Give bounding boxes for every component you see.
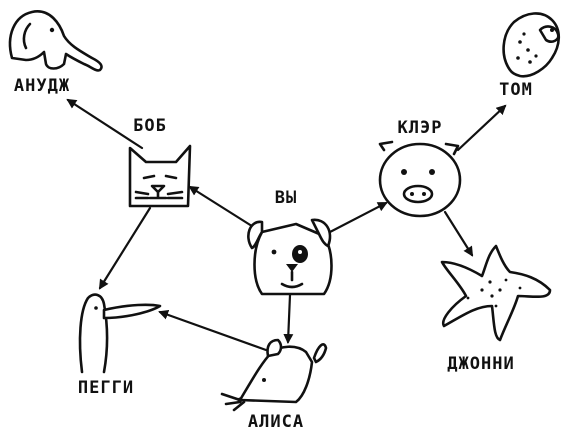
node-label-claire: КЛЭР [397, 118, 443, 138]
penguin-icon [78, 293, 162, 374]
edge-you-bob [188, 185, 257, 230]
node-label-anuj: АНУДЖ [13, 76, 71, 96]
node-label-you: ВЫ [274, 188, 298, 208]
node-label-johnny: ДЖОННИ [447, 354, 515, 374]
rat-icon [220, 338, 328, 412]
edge-bob-anuj [66, 98, 144, 150]
dog-icon [247, 218, 333, 296]
edge-claire-tom [456, 104, 507, 152]
cat-icon [128, 144, 192, 208]
edge-claire-johnny [443, 210, 474, 257]
elephant-icon [8, 10, 103, 72]
node-label-tom: ТОМ [499, 80, 533, 100]
edge-alice-peggy [158, 309, 268, 352]
pig-icon [378, 140, 462, 218]
edges [66, 98, 507, 352]
edge-bob-peggy [98, 206, 152, 290]
edge-you-claire [328, 201, 388, 234]
node-label-alice: АЛИСА [247, 412, 305, 432]
amoeba-icon [502, 12, 561, 78]
node-label-peggy: ПЕГГИ [77, 378, 135, 398]
node-label-bob: БОБ [133, 116, 167, 136]
edge-you-alice [283, 293, 294, 344]
starfish-icon [440, 244, 552, 342]
